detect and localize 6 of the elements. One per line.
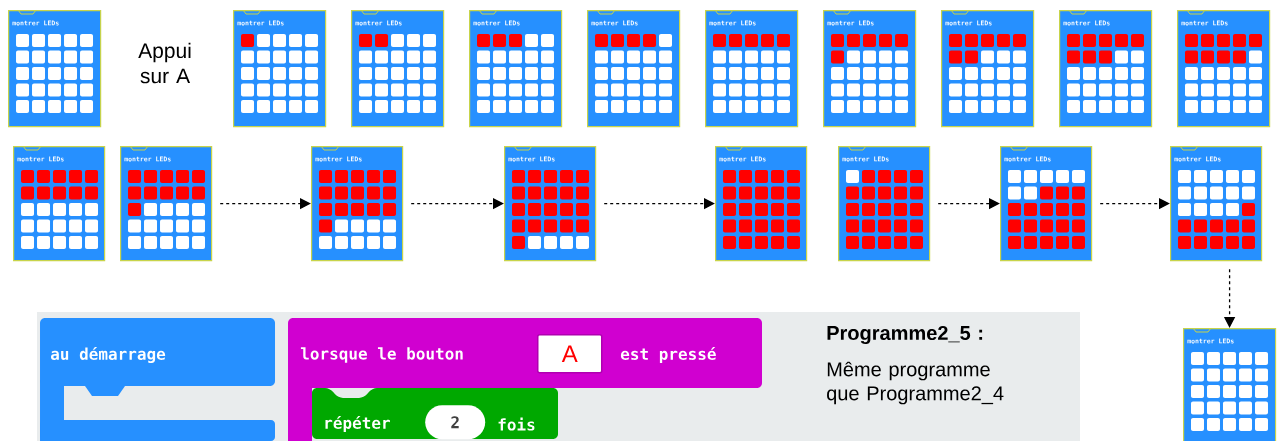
note-text: Même programme que Programme2_4 <box>827 361 1004 405</box>
program-title: Programme2_5 : <box>827 325 983 345</box>
instruction-text: Appui sur A <box>138 42 191 84</box>
start-block: au démarrage <box>40 318 275 441</box>
number-field: 2 <box>425 405 486 440</box>
input-field: A <box>537 334 603 374</box>
